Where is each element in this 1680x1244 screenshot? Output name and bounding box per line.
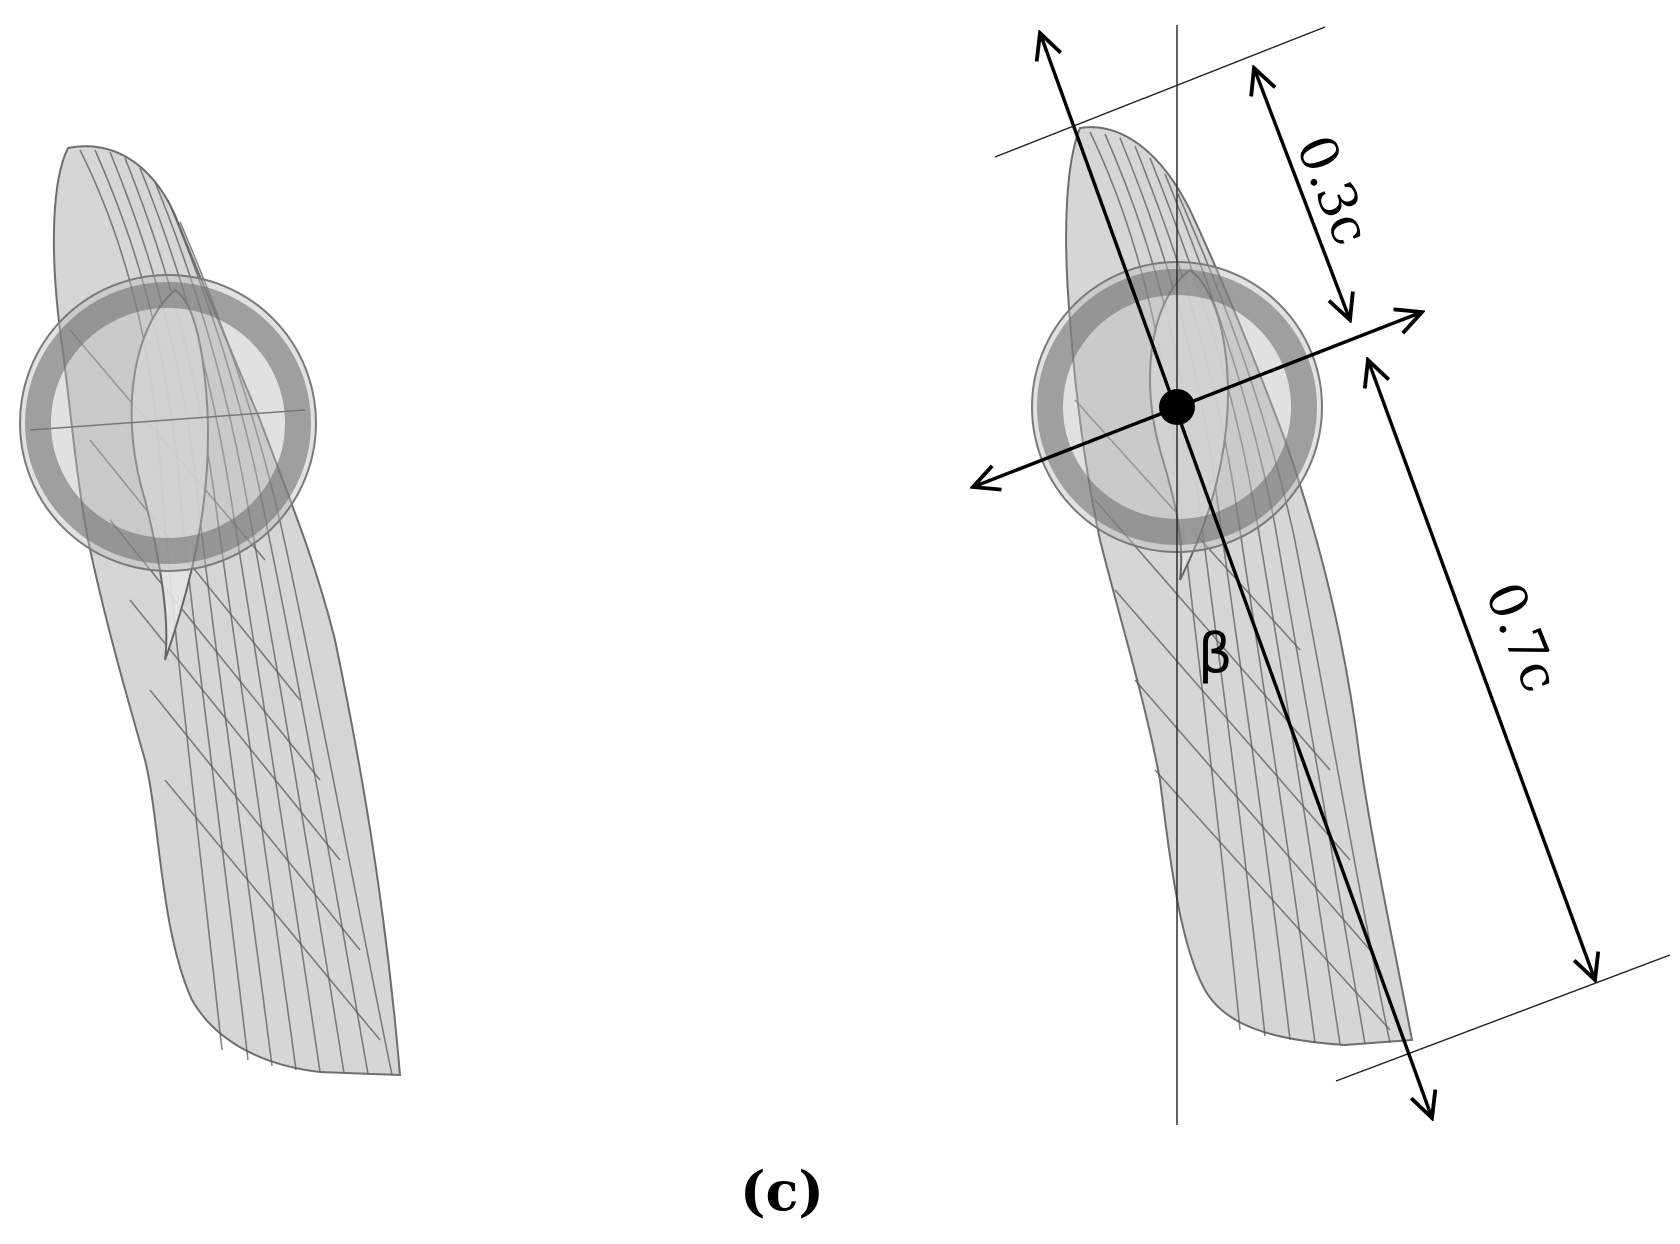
dimension-0-3c-arrow <box>1254 68 1350 320</box>
left-hub-line <box>29 409 306 431</box>
left-hub <box>19 274 317 572</box>
pivot-point <box>1159 389 1195 425</box>
dimension-0-7c-label: 0.7c <box>1473 574 1571 700</box>
perpendicular-axis-arrow <box>973 312 1422 487</box>
left-blade <box>19 145 402 1077</box>
left-hub-ring <box>25 282 311 564</box>
left-blade-inner-face <box>130 288 209 661</box>
panel-label: (c) <box>740 1159 824 1223</box>
angle-beta-label: β <box>1198 622 1232 685</box>
dimension-0-7c-arrow <box>1368 360 1595 980</box>
dimension-0-3c-label: 0.3c <box>1284 127 1382 253</box>
